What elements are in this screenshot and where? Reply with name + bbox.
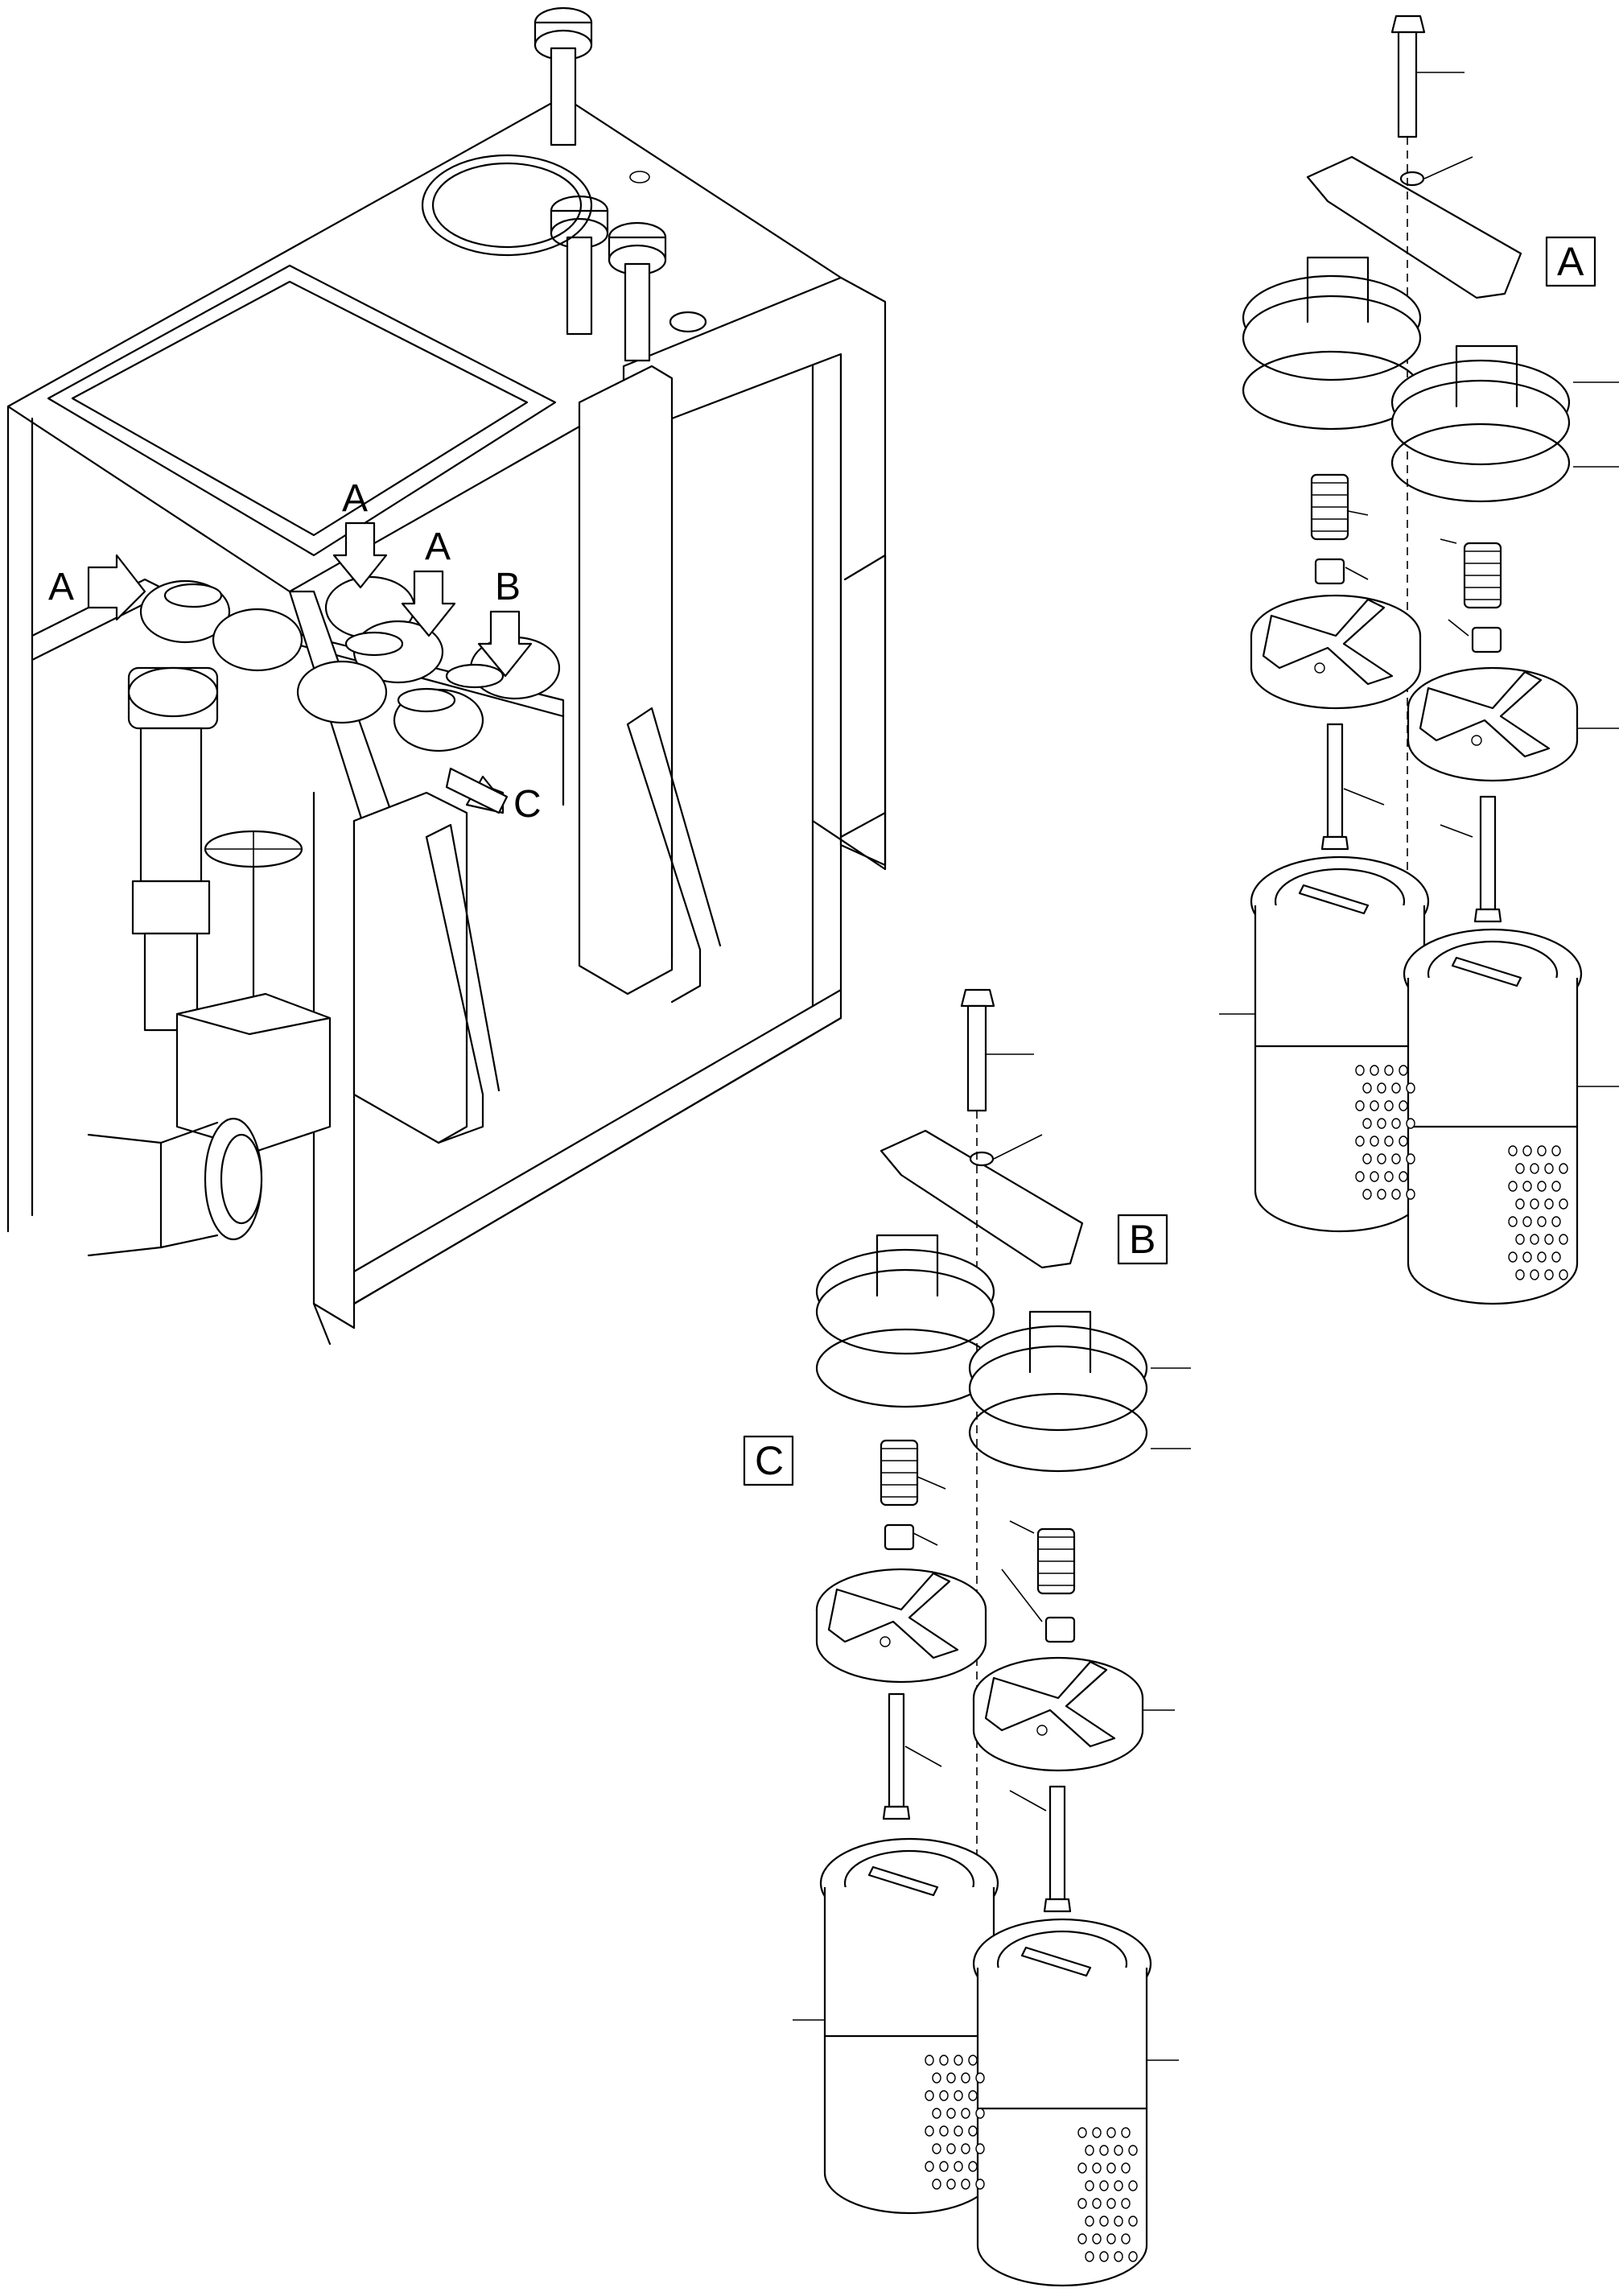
svg-text:A: A [48,566,74,608]
spider-cap [815,1568,987,1684]
deck-bolt [550,195,609,336]
tank-assembly: A A A B C [6,6,887,1346]
svg-text:A: A [342,477,368,520]
basket-perforations [925,1065,1568,2262]
deck-bolt [533,6,593,146]
spring [1036,1527,1076,1595]
callout-arrow-a1: A [48,554,146,621]
spider-cap [1407,666,1579,782]
detail-c-label: C [743,1435,794,1486]
spider-cap [1250,594,1422,710]
callout-arrow-b: B [477,566,533,678]
callout-arrow-c: C [445,767,542,826]
detail-a-exploded-view: A [1219,14,1619,1305]
spider-cap [972,1656,1144,1772]
svg-text:B: B [1129,1217,1156,1262]
spring [1463,542,1502,609]
svg-text:C: C [755,1438,784,1483]
svg-text:B: B [495,566,521,608]
callout-arrow-a3: A [401,526,456,637]
spring [1310,473,1349,541]
strainer-basket [1403,928,1619,1305]
spring [880,1439,919,1507]
svg-text:A: A [425,526,451,568]
svg-text:C: C [513,783,542,826]
detail-b-label: B [1117,1214,1168,1265]
detail-b-c-exploded-view: B C [743,988,1191,2287]
svg-text:A: A [1557,239,1584,284]
strainer-basket [972,1918,1179,2287]
strainer-basket [793,1837,999,2215]
deck-bolt [608,221,667,362]
callout-arrow-a2: A [332,477,388,589]
strainer-basket [1219,855,1430,1233]
detail-a-label: A [1545,236,1596,287]
